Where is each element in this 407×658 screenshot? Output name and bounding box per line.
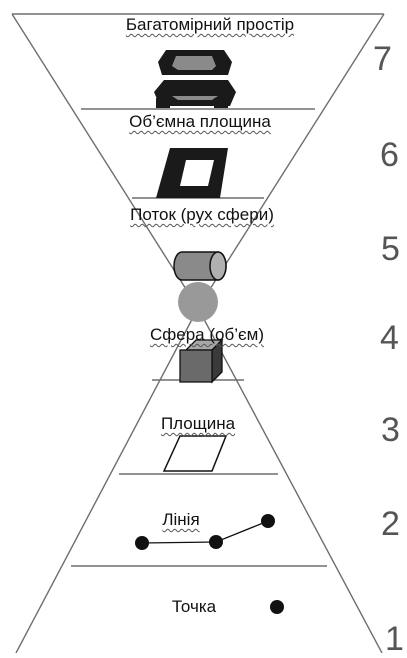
level-1-label: Точка bbox=[171, 597, 217, 616]
level-3-number: 3 bbox=[381, 411, 400, 449]
level-2-label: Лінія bbox=[162, 510, 200, 529]
level-2-number: 2 bbox=[381, 505, 400, 543]
stacked-hollow-boxes-icon bbox=[154, 50, 236, 108]
level-5-label: Поток (рух сфери) bbox=[130, 205, 274, 224]
lower-right-edge bbox=[197, 307, 383, 654]
level-7-number: 7 bbox=[373, 40, 392, 78]
dot-icon bbox=[270, 600, 284, 614]
level-4-number: 4 bbox=[380, 319, 399, 357]
sphere-icon bbox=[178, 282, 218, 322]
level-6-label: Об’ємна площина bbox=[129, 112, 271, 131]
polyline-icon bbox=[135, 514, 275, 550]
level-7-label: Багатомірний простір bbox=[125, 15, 295, 34]
upper-right-edge bbox=[197, 13, 385, 309]
level-3-label: Площина bbox=[160, 414, 236, 433]
level-6-number: 6 bbox=[380, 136, 399, 174]
lower-left-edge bbox=[15, 307, 199, 654]
level-1-number: 1 bbox=[385, 620, 404, 658]
parallelogram-icon bbox=[162, 435, 228, 472]
cylinder-icon bbox=[173, 251, 227, 281]
hollow-square-icon bbox=[156, 148, 228, 198]
hourglass-outline bbox=[11, 13, 385, 654]
cube-icon bbox=[179, 338, 224, 384]
upper-left-edge bbox=[11, 13, 199, 309]
level-5-number: 5 bbox=[381, 230, 400, 268]
level-4-label: Сфера (об’єм) bbox=[149, 325, 265, 344]
